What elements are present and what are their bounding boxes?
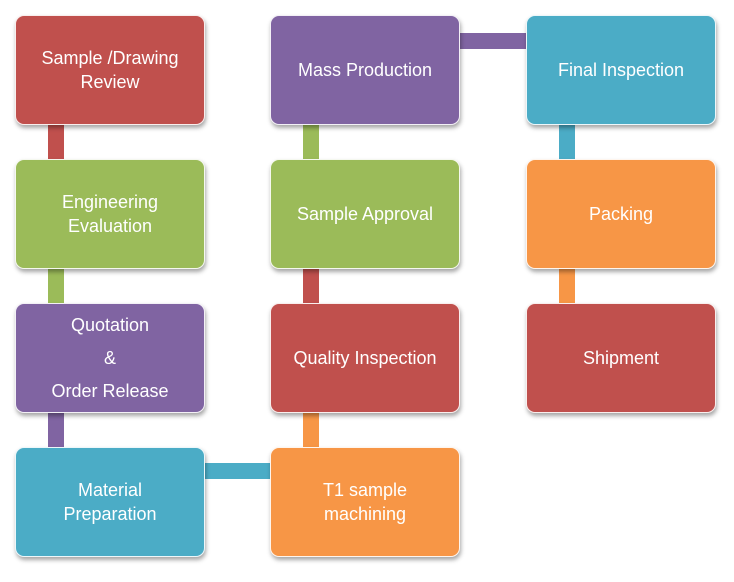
step-quality-inspection: Quality Inspection	[270, 303, 460, 413]
step-label-line: machining	[323, 504, 407, 524]
step-label-line: Shipment	[582, 348, 660, 368]
connector-sample-drawing-review-to-engineering-evaluation	[48, 125, 64, 159]
step-sample-approval: Sample Approval	[270, 159, 460, 269]
step-label-line: Final Inspection	[557, 60, 685, 80]
step-label-line: Engineering	[61, 192, 159, 212]
connector-final-inspection-to-packing	[559, 125, 575, 159]
step-mass-production: Mass Production	[270, 15, 460, 125]
connector-engineering-evaluation-to-quotation-order-release	[48, 269, 64, 303]
step-quotation-order-release: Quotation & Order Release	[15, 303, 205, 413]
step-label-line: Sample /Drawing	[41, 48, 179, 68]
step-label-line: Sample Approval	[296, 204, 434, 224]
step-label-line: Quality Inspection	[293, 348, 437, 368]
connector-quality-inspection-to-sample-approval	[303, 269, 319, 303]
step-label-line: Quotation	[70, 314, 150, 335]
step-final-inspection: Final Inspection	[526, 15, 716, 125]
connector-material-preparation-to-t1-sample-machining	[205, 463, 270, 479]
connector-t1-sample-machining-to-quality-inspection	[303, 413, 319, 447]
step-packing: Packing	[526, 159, 716, 269]
step-label-line: Packing	[588, 204, 654, 224]
step-label-line: Material	[77, 480, 143, 500]
connector-sample-approval-to-mass-production	[303, 125, 319, 159]
step-label-line: Evaluation	[67, 216, 153, 236]
step-label-line: Order Release	[51, 380, 169, 401]
step-label-line: Mass Production	[297, 60, 433, 80]
connector-quotation-order-release-to-material-preparation	[48, 413, 64, 447]
connector-mass-production-to-final-inspection	[460, 33, 526, 49]
step-t1-sample-machining: T1 sample machining	[270, 447, 460, 557]
step-label-line: Preparation	[63, 504, 157, 524]
step-label-line: T1 sample	[322, 480, 408, 500]
step-shipment: Shipment	[526, 303, 716, 413]
step-label-line: &	[103, 347, 116, 368]
step-label-line: Review	[80, 72, 140, 92]
connector-packing-to-shipment	[559, 269, 575, 303]
